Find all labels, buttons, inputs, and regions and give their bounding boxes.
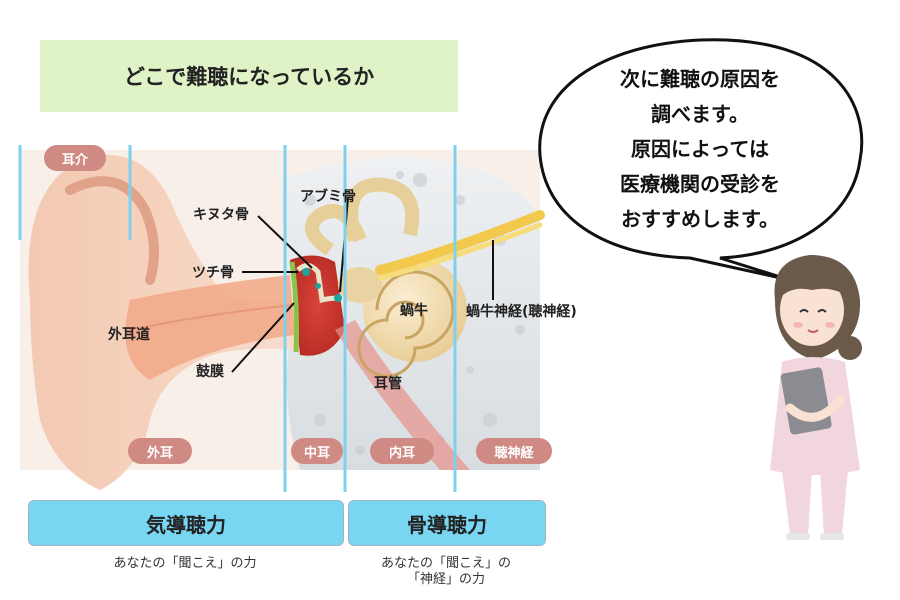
speech-bubble-shape [538,38,864,282]
nurse-character [770,255,862,540]
diagram-title-text: どこで難聴になっているか [123,65,375,89]
middle-ear-cavity [290,255,345,356]
auditory-nerve-shape [375,210,545,281]
label-malleus: ツチ骨 [192,265,234,281]
label-incus: キヌタ骨 [193,207,249,223]
pill-middle-ear: 中耳 [291,438,343,464]
label-eardrum: 鼓膜 [196,364,224,380]
ear-canal-shape [125,275,295,380]
air-conduction-label: 気導聴力 [146,512,226,537]
bubble-line-4: 医療機関の受診を [620,172,780,196]
semicircular-canals [305,177,420,256]
speech-bubble-text: 次に難聴の原因を 調べます。 原因によっては 医療機関の受診を おすすめします。 [555,62,845,237]
bubble-line-5: おすすめします。 [621,207,779,231]
bubble-line-2: 調べます。 [651,102,749,126]
bone-caption-line-1: あなたの「聞こえ」の [380,556,511,571]
pill-auditory-nerve: 聴神経 [476,438,552,464]
label-ear-canal: 外耳道 [108,327,150,343]
eustachian-tube-shape [335,320,470,470]
pill-outer-ear: 外耳 [128,438,192,464]
diagram-title: どこで難聴になっているか [40,40,458,112]
air-conduction-caption: あなたの「聞こえ」の力 [113,556,257,571]
bubble-line-1: 次に難聴の原因を [620,67,780,91]
bone-conduction-caption: あなたの「聞こえ」の 「神経」の力 [348,556,544,588]
label-eustachian-tube: 耳管 [374,376,402,392]
air-conduction-box: 気導聴力 [28,500,344,546]
bone-conduction-box: 骨導聴力 [348,500,546,546]
pill-pinna: 耳介 [44,145,106,171]
eardrum-shape [289,261,299,353]
label-cochlea: 蝸牛 [400,303,428,319]
label-stapes: アブミ骨 [300,189,356,205]
pinna-fold [65,176,159,285]
bone-conduction-label: 骨導聴力 [407,512,487,537]
pill-inner-ear: 内耳 [370,438,434,464]
label-cochlear-nerve: 蝸牛神経(聴神経) [466,304,577,320]
zone-divider-lines [18,145,457,492]
bubble-line-3: 原因によっては [631,137,769,161]
bone-caption-line-2: 「神経」の力 [406,572,485,587]
